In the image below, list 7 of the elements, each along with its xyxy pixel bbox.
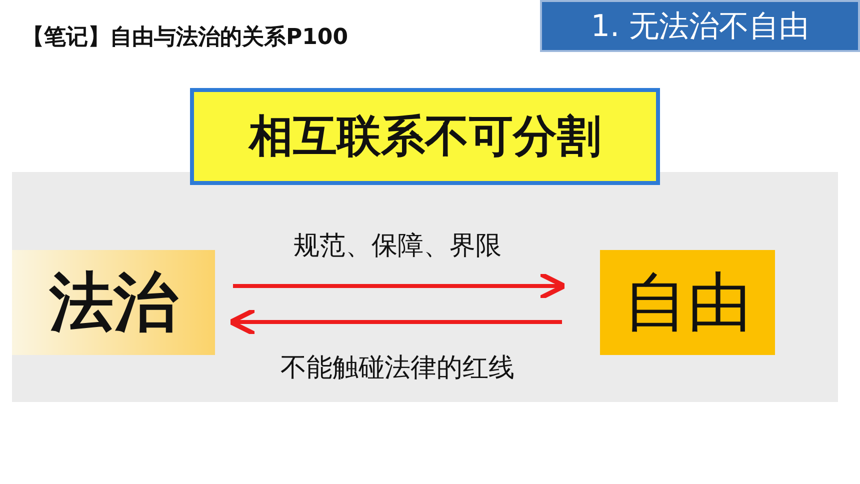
concept-box: 自由 — [600, 250, 775, 355]
topic-box: 相互联系不可分割 — [190, 88, 660, 185]
arrow — [228, 308, 562, 336]
heading-box: 1. 无法治不自由 — [540, 0, 860, 52]
arrow — [233, 272, 567, 300]
title: 【笔记】自由与法治的关系P100 — [22, 24, 348, 52]
concept-box: 法治 — [12, 250, 215, 355]
